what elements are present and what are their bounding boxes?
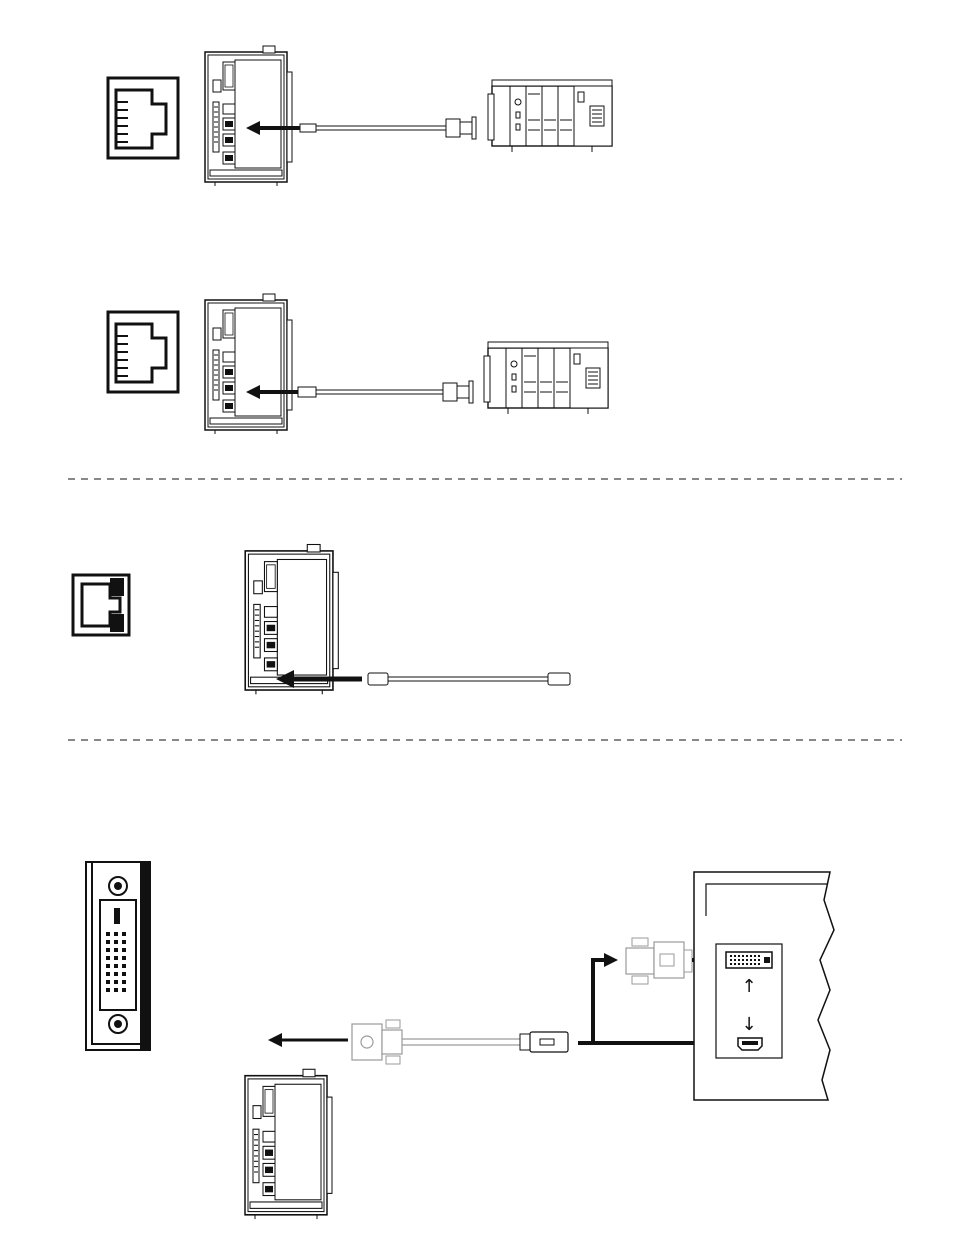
rj45-plug xyxy=(298,387,316,397)
section-serial-1 xyxy=(108,46,612,186)
section-video: ↑ ↓ xyxy=(86,862,834,1219)
db9-connector xyxy=(446,117,476,139)
controller-unit xyxy=(205,294,292,434)
monitor-hdmi-port xyxy=(738,1038,762,1050)
ethernet-plug-far xyxy=(548,673,570,685)
section-ethernet xyxy=(73,545,570,695)
rj45-port-icon xyxy=(108,78,178,158)
up-arrow-icon: ↑ xyxy=(741,976,756,997)
section-serial-2 xyxy=(108,294,608,434)
rj45-plug xyxy=(300,124,316,132)
hdmi-plug xyxy=(520,1032,568,1052)
dvi-plug xyxy=(352,1020,402,1064)
db9-connector xyxy=(443,381,473,403)
plc-rack xyxy=(488,80,612,152)
rj45-port-icon xyxy=(108,312,178,392)
ethernet-port-icon xyxy=(73,575,129,635)
controller-unit xyxy=(245,1069,332,1219)
down-arrow-icon: ↓ xyxy=(741,1014,756,1035)
monitor-dvi-port xyxy=(726,952,772,968)
dvi-hdmi-adapter xyxy=(626,938,692,984)
dvi-port-icon xyxy=(86,862,150,1050)
route-arrow-adapter xyxy=(593,960,604,1043)
monitor: ↑ ↓ xyxy=(694,872,834,1100)
ethernet-plug xyxy=(368,673,388,685)
controller-unit xyxy=(205,46,292,186)
plc-rack xyxy=(484,342,608,414)
